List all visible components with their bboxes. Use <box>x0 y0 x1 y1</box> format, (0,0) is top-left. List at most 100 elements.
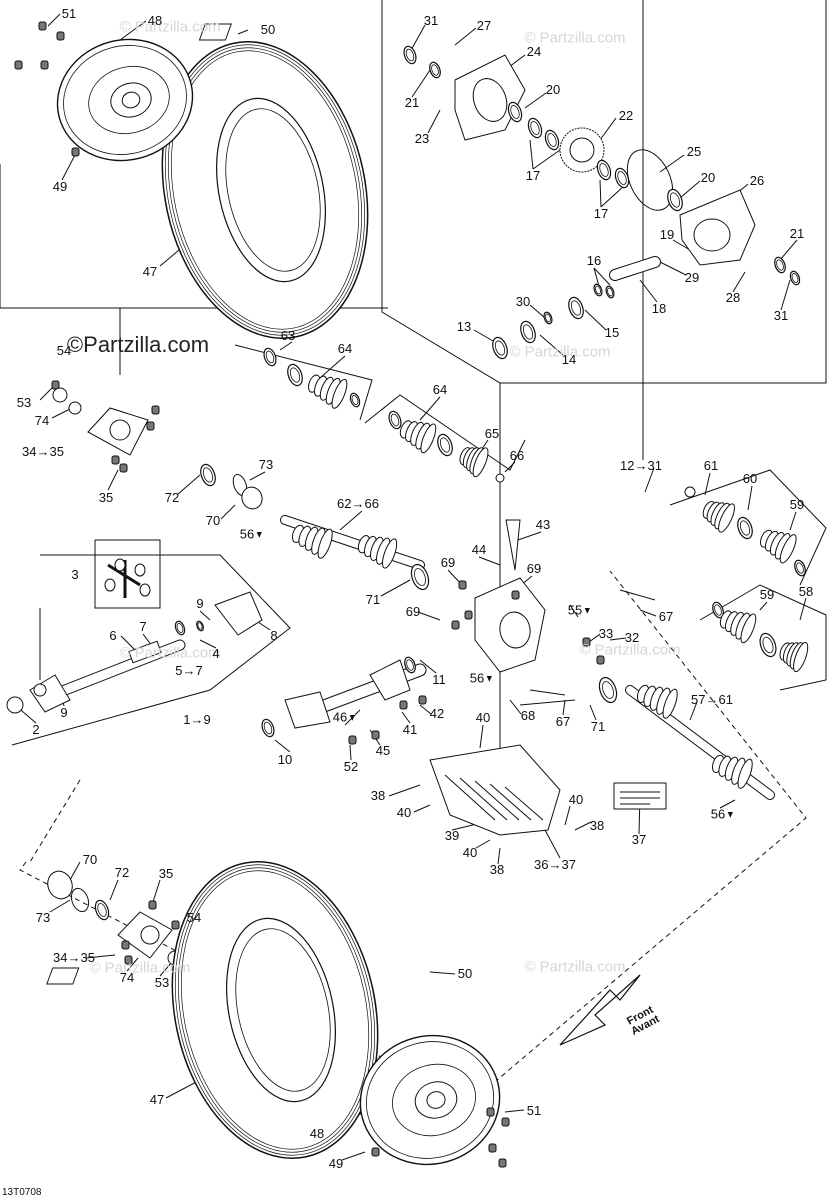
leader-line <box>417 611 441 621</box>
clamp-59 <box>762 636 774 654</box>
leader-line <box>659 154 685 173</box>
stud-35 <box>148 900 157 910</box>
oil-drop-icon: ▲ <box>583 606 593 617</box>
clip-66 <box>495 473 505 483</box>
callout-20a: 20 <box>545 82 561 97</box>
seal-71 <box>414 568 426 586</box>
right-shaft-frame <box>699 584 827 691</box>
callout-49a: 49 <box>52 179 68 194</box>
wheel-nut <box>501 1117 510 1127</box>
callout-56b: 56▲ <box>469 670 495 686</box>
joint-65 <box>459 447 489 478</box>
clamp-59 <box>794 559 806 577</box>
leader-line <box>584 309 607 331</box>
callout-17a: 17 <box>525 168 541 183</box>
callout-16: 16 <box>586 253 602 268</box>
o-ring-25 <box>626 149 674 211</box>
callout-69a: 69 <box>440 555 456 570</box>
leader-line <box>789 511 797 531</box>
leader-line <box>339 510 363 531</box>
skid-plate-rib <box>504 786 544 821</box>
leader-line <box>85 954 116 959</box>
callout-9b: 9 <box>60 705 68 720</box>
seal-71 <box>598 676 618 704</box>
leader-line <box>644 467 655 493</box>
leader-line <box>672 239 691 251</box>
callout-59b: 59 <box>759 587 775 602</box>
leader-line <box>344 709 361 726</box>
leader-line <box>69 861 81 881</box>
clamp-59 <box>712 601 724 619</box>
callout-17b: 17 <box>593 206 609 221</box>
callout-40b: 40 <box>396 805 412 820</box>
watermark: © Partzilla.com <box>89 959 191 977</box>
callout-21b: 21 <box>789 226 805 241</box>
boot-59 <box>759 529 797 564</box>
callout-62to66: 62→66 <box>337 496 379 511</box>
front-arrow <box>559 974 641 1046</box>
callout-27: 27 <box>476 18 492 33</box>
seal-72 <box>94 899 110 921</box>
clamp-64 <box>349 392 361 408</box>
hub-34-center <box>109 419 131 441</box>
oil-drop-icon: ▲ <box>726 810 736 821</box>
leader-line <box>427 109 441 134</box>
callout-37: 37 <box>631 832 647 847</box>
rear-tire-lower <box>177 867 373 1153</box>
leader-line <box>719 799 736 809</box>
ring-73 <box>70 887 90 913</box>
callout-64a: 64 <box>337 341 353 356</box>
callout-40a: 40 <box>475 710 491 725</box>
callout-5to7: 5→7 <box>175 663 203 678</box>
leader-line <box>780 279 791 311</box>
bearing-70 <box>47 870 73 900</box>
callout-50b: 50 <box>457 966 473 981</box>
leader-line <box>589 704 597 721</box>
leader-line <box>562 699 566 716</box>
leader-line <box>429 971 456 975</box>
skid-plate-rib <box>444 774 496 821</box>
leader-line <box>679 180 701 199</box>
rim-upper-hub <box>121 91 141 109</box>
leader-line <box>199 610 211 621</box>
leader-line <box>704 472 711 496</box>
ring-30 <box>543 311 553 325</box>
leader-line <box>107 469 119 491</box>
watermark: © Partzilla.com <box>119 644 221 662</box>
cross-2 <box>6 696 24 714</box>
callout-47a: 47 <box>142 264 158 279</box>
leader-line <box>747 485 753 511</box>
clamp-64 <box>289 367 301 383</box>
leader-line <box>413 804 431 813</box>
valve-stem <box>71 147 80 157</box>
callout-72a: 72 <box>164 490 180 505</box>
callout-52: 52 <box>343 759 359 774</box>
clamp-64 <box>287 363 303 387</box>
clamp-64 <box>388 410 402 430</box>
callout-22: 22 <box>618 108 634 123</box>
leader-line <box>419 704 432 715</box>
seal-7 <box>176 623 184 633</box>
leader-line <box>120 635 136 651</box>
callout-69b: 69 <box>526 561 542 576</box>
oil-drop-icon: ▲ <box>255 530 265 541</box>
rim-upper <box>88 66 170 134</box>
leader-line <box>274 739 291 753</box>
leader-line <box>220 504 236 520</box>
leader-line <box>504 461 516 473</box>
housing-26-bore <box>693 218 731 252</box>
callout-54a: 54 <box>56 343 72 358</box>
callout-31b: 31 <box>773 308 789 323</box>
callout-46: 46▲ <box>332 709 358 725</box>
shim-17 <box>617 171 627 185</box>
seal-10 <box>261 718 275 738</box>
callout-9a: 9 <box>196 596 204 611</box>
leader-line <box>388 784 421 797</box>
sticker-50 <box>198 23 232 41</box>
leader-line <box>279 341 293 351</box>
leader-line <box>600 184 626 208</box>
ring-4 <box>196 620 204 632</box>
wheel-nut <box>40 60 49 70</box>
leader-line <box>479 724 484 749</box>
